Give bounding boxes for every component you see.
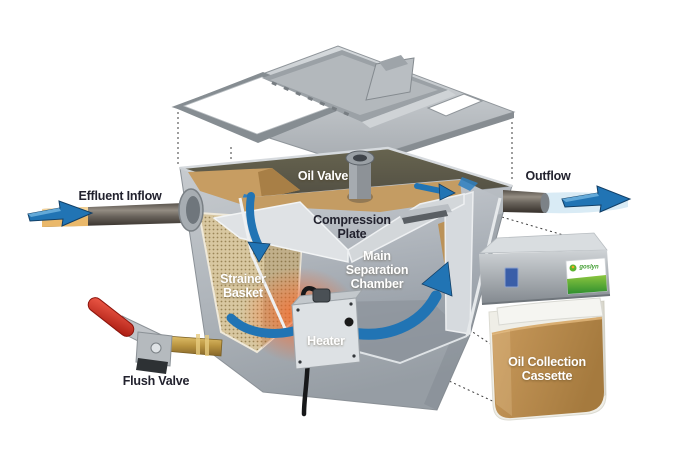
heater-knob: [344, 317, 354, 327]
inflow-arrow: [27, 200, 94, 227]
flow-arrow-inlet-drop: [246, 192, 263, 250]
cassette-logo-badge: [565, 257, 608, 295]
lid-opening: [426, 93, 484, 117]
cassette-lip: [496, 297, 604, 326]
lid-tray: [262, 50, 456, 128]
outlet-bracket: [398, 204, 452, 224]
outflow-arrow: [561, 185, 632, 213]
collected-oil: [492, 318, 604, 419]
flow-arrow-weir-top: [414, 183, 444, 194]
tank-body: [179, 146, 513, 411]
oil-collection-cassette-shape: [478, 232, 611, 421]
flow-arrow-main-chamber: [342, 290, 442, 340]
cassette-lid: [478, 232, 611, 305]
oil-valve-stem: [345, 150, 375, 203]
cassette-button: [504, 267, 519, 288]
flush-valve-assembly: [87, 297, 223, 374]
heater-cable-gland: [312, 288, 331, 303]
heater-box: [290, 286, 364, 417]
flush-valve-handle: [87, 297, 135, 337]
outlet-weir: [444, 190, 474, 335]
tank-lid: [171, 45, 516, 170]
lid-flap: [365, 55, 415, 101]
